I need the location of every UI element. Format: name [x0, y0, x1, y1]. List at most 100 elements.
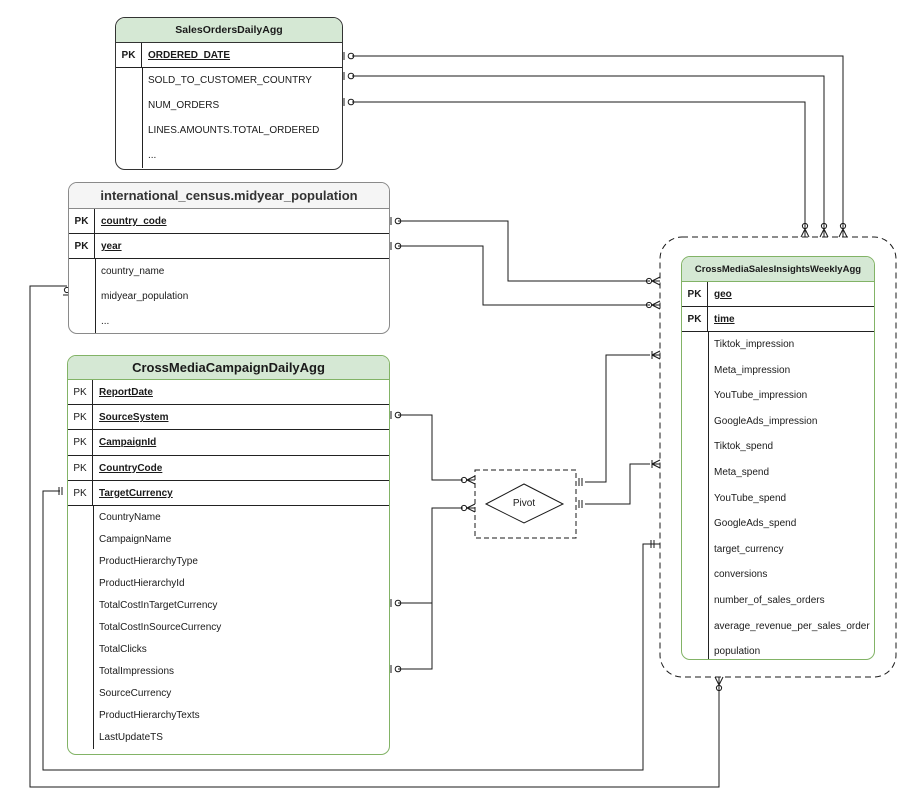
table-row[interactable]: PK ReportDate: [68, 380, 389, 406]
table-row[interactable]: YouTube_impression: [682, 383, 874, 409]
field: CountryName: [99, 511, 161, 523]
key-field: country_code: [101, 216, 167, 227]
edge-sold-to-country: [352, 75, 825, 229]
field: Meta_impression: [714, 364, 791, 376]
table-row[interactable]: country_name: [69, 259, 389, 284]
table-row[interactable]: Meta_impression: [682, 358, 874, 384]
field: number_of_sales_orders: [714, 594, 825, 606]
table-row[interactable]: ProductHierarchyTexts: [68, 705, 389, 727]
attribute-list: Tiktok_impression Meta_impression YouTub…: [682, 332, 874, 659]
pivot-label[interactable]: Pivot: [512, 498, 536, 509]
field: YouTube_impression: [714, 390, 808, 402]
edge-census-population: [29, 285, 720, 788]
table-row[interactable]: GoogleAds_impression: [682, 409, 874, 435]
table-title: SalesOrdersDailyAgg: [116, 18, 342, 43]
table-row[interactable]: ...: [69, 309, 389, 333]
insights-dashed-container: [659, 236, 897, 678]
pk-label: PK: [68, 405, 93, 430]
field: ProductHierarchyId: [99, 577, 185, 589]
pk-label: PK: [69, 234, 95, 258]
table-row[interactable]: PK ORDERED_DATE: [116, 43, 342, 68]
table-row[interactable]: PK SourceSystem: [68, 405, 389, 431]
table-row[interactable]: TotalCostInTargetCurrency: [68, 595, 389, 617]
field: SOLD_TO_CUSTOMER_COUNTRY: [148, 75, 312, 86]
field: SourceCurrency: [99, 687, 172, 699]
edge-ordered-date: [352, 55, 844, 229]
table-row[interactable]: LINES.AMOUNTS.TOTAL_ORDERED: [116, 118, 342, 143]
table-row[interactable]: midyear_population: [69, 284, 389, 309]
table-row[interactable]: target_currency: [682, 537, 874, 563]
key-field: TargetCurrency: [99, 487, 173, 499]
table-row[interactable]: number_of_sales_orders: [682, 588, 874, 614]
field: ...: [101, 316, 110, 327]
table-row[interactable]: average_revenue_per_sales_order: [682, 614, 874, 640]
key-field: ReportDate: [99, 387, 153, 398]
edge-pivot-top: [585, 354, 650, 483]
table-row[interactable]: PK year: [69, 234, 389, 259]
table-row[interactable]: TotalImpressions: [68, 661, 389, 683]
divider: [708, 332, 709, 659]
field: midyear_population: [101, 291, 189, 302]
pk-label: PK: [682, 282, 708, 306]
key-field: CampaignId: [99, 437, 157, 449]
field: NUM_ORDERS: [148, 100, 220, 111]
table-cross-media-campaign-daily-agg[interactable]: CrossMediaCampaignDailyAgg PK ReportDate…: [67, 355, 390, 755]
table-row[interactable]: CampaignName: [68, 529, 389, 551]
table-row[interactable]: population: [682, 639, 874, 659]
table-row[interactable]: PK time: [682, 307, 874, 332]
table-row[interactable]: Tiktok_spend: [682, 434, 874, 460]
field: GoogleAds_spend: [714, 518, 797, 530]
table-row[interactable]: SourceCurrency: [68, 683, 389, 705]
table-international-census[interactable]: international_census.midyear_population …: [68, 182, 390, 334]
table-row[interactable]: PK CampaignId: [68, 430, 389, 456]
field: ProductHierarchyTexts: [99, 709, 200, 721]
table-row[interactable]: GoogleAds_spend: [682, 511, 874, 537]
table-cross-media-sales-insights-weekly-agg[interactable]: CrossMediaSalesInsightsWeeklyAgg PK geo …: [681, 256, 875, 660]
table-row[interactable]: NUM_ORDERS: [116, 93, 342, 118]
field: ProductHierarchyType: [99, 555, 198, 567]
divider: [142, 68, 143, 168]
table-row[interactable]: PK geo: [682, 282, 874, 307]
table-row[interactable]: conversions: [682, 562, 874, 588]
table-row[interactable]: PK country_code: [69, 209, 389, 234]
key-field: geo: [714, 289, 732, 300]
key-field: CountryCode: [99, 462, 163, 474]
attribute-list: SOLD_TO_CUSTOMER_COUNTRY NUM_ORDERS LINE…: [116, 68, 342, 168]
table-row[interactable]: ...: [116, 143, 342, 168]
field: country_name: [101, 266, 165, 277]
table-row[interactable]: Tiktok_impression: [682, 332, 874, 358]
table-row[interactable]: YouTube_spend: [682, 486, 874, 512]
edge-source-system: [398, 414, 463, 481]
table-row[interactable]: LastUpdateTS: [68, 727, 389, 749]
edge-total-impressions: [398, 508, 433, 670]
table-row[interactable]: ProductHierarchyId: [68, 573, 389, 595]
table-row[interactable]: PK CountryCode: [68, 455, 389, 481]
table-sales-orders-daily-agg[interactable]: SalesOrdersDailyAgg PK ORDERED_DATE SOLD…: [115, 17, 343, 170]
table-title: CrossMediaSalesInsightsWeeklyAgg: [682, 257, 874, 282]
table-row[interactable]: TotalCostInSourceCurrency: [68, 617, 389, 639]
key-field: SourceSystem: [99, 412, 169, 424]
edge-country-code: [398, 220, 650, 282]
table-row[interactable]: TotalClicks: [68, 639, 389, 661]
field: CampaignName: [99, 533, 172, 545]
field: Tiktok_impression: [714, 339, 795, 350]
edge-year: [398, 245, 650, 306]
key-field: ORDERED_DATE: [148, 50, 231, 61]
table-row[interactable]: SOLD_TO_CUSTOMER_COUNTRY: [116, 68, 342, 93]
table-title: international_census.midyear_population: [69, 183, 389, 209]
field: TotalImpressions: [99, 665, 175, 677]
pk-label: PK: [116, 43, 142, 67]
table-row[interactable]: PK TargetCurrency: [68, 480, 389, 506]
table-title: CrossMediaCampaignDailyAgg: [68, 356, 389, 380]
field: LINES.AMOUNTS.TOTAL_ORDERED: [148, 125, 320, 136]
table-row[interactable]: ProductHierarchyType: [68, 551, 389, 573]
divider: [93, 505, 94, 749]
field: TotalCostInTargetCurrency: [99, 599, 218, 611]
table-row[interactable]: Meta_spend: [682, 460, 874, 486]
field: LastUpdateTS: [99, 731, 163, 743]
key-field: year: [101, 241, 122, 252]
attribute-list: country_name midyear_population ...: [69, 259, 389, 333]
table-row[interactable]: CountryName: [68, 507, 389, 529]
